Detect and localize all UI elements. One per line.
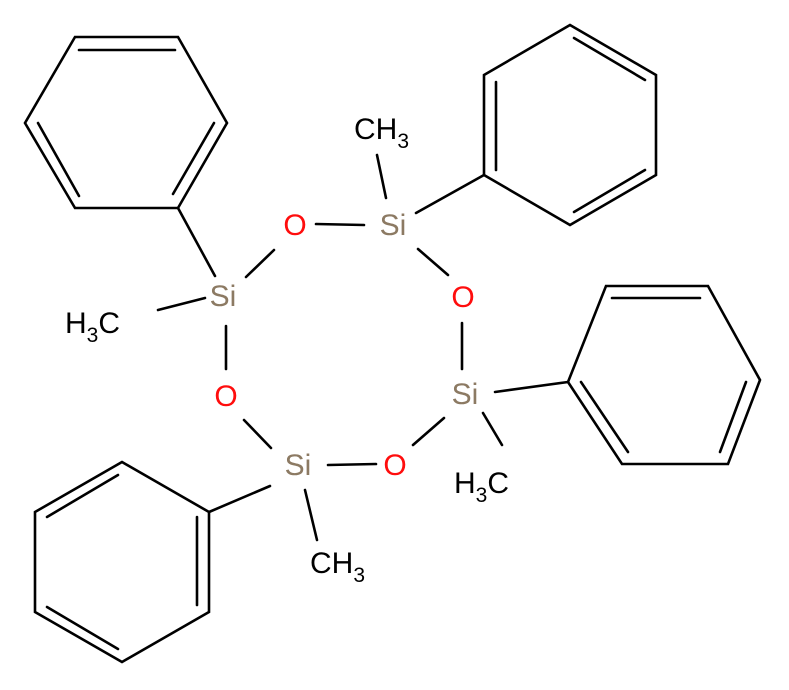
atom-labels: Si Si Si Si O O O O [210,209,479,482]
bond-si2-o3 [411,416,446,447]
methyl-bonds [156,153,504,542]
bond-si4-o1 [244,248,276,279]
bond-si1-o2 [416,247,450,277]
oxygen-atom-right: O [451,281,474,314]
oxygen-atom-left: O [214,380,237,413]
silicon-atom-right: Si [452,378,479,411]
bond-si3-methyl [303,488,319,542]
methyl-label-top: CH3 [354,113,409,153]
methyl-label-right: H3C [454,467,509,507]
bond-si4-methyl [156,296,207,312]
phenyl-ring-bottom-left [33,460,211,664]
bond-si2-phenyl [493,380,570,394]
silicon-atom-top: Si [380,209,407,242]
phenyl-ring-top-right [482,23,658,227]
oxygen-atom-bottom: O [383,449,406,482]
ring-bonds [224,222,464,467]
phenyl-ring-top-left [23,35,229,210]
bond-si3-phenyl [207,484,272,514]
phenyl-ring-right [566,284,762,466]
oxygen-atom-top: O [283,209,306,242]
bond-si2-methyl [481,411,504,447]
bond-si3-o4 [242,418,273,450]
bond-o3-si3 [326,462,378,467]
silicon-atom-bottom: Si [285,449,312,482]
methyl-label-left: H3C [65,307,120,347]
bond-o1-si1 [314,222,366,227]
phenyl-attachment-bonds [176,173,570,514]
bond-si1-methyl [375,153,388,200]
bond-si1-phenyl [414,173,486,215]
methyl-label-bottom: CH3 [310,547,365,587]
silicon-atom-left: Si [210,280,237,313]
methyl-labels: CH3 H3C H3C CH3 [65,113,509,587]
bond-si4-phenyl [176,206,217,278]
